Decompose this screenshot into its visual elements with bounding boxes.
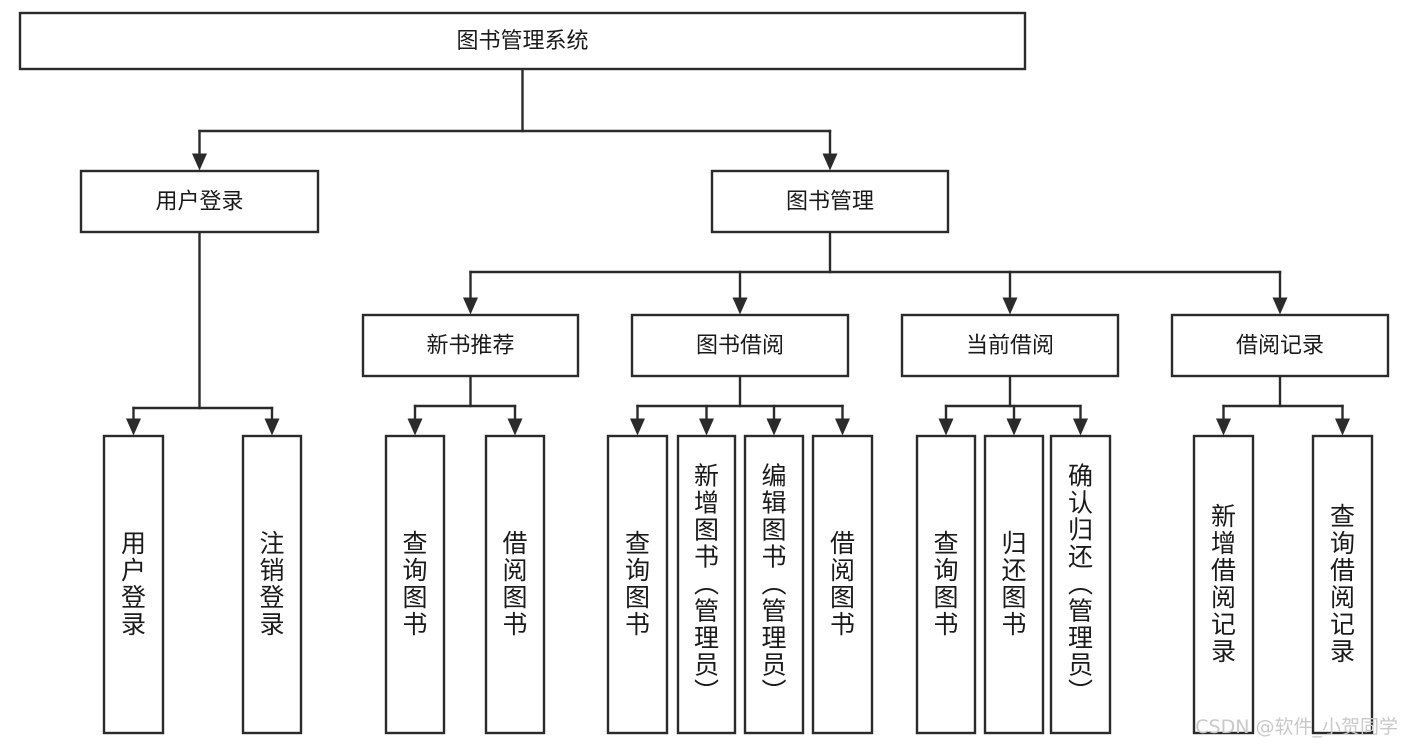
- node-new-book-recommend[interactable]: 新书推荐: [361, 313, 580, 378]
- arrow-head-icon: [699, 418, 714, 436]
- node-leaf-query-record[interactable]: 查询借阅记录: [1311, 434, 1374, 735]
- node-label: 新增借阅记录: [1211, 502, 1236, 666]
- node-box: [983, 434, 1045, 735]
- arrow-head-icon: [1002, 297, 1018, 315]
- node-box: [710, 169, 950, 234]
- node-box: [1192, 434, 1255, 735]
- node-box: [241, 434, 303, 735]
- node-borrow-record[interactable]: 借阅记录: [1170, 313, 1390, 378]
- node-box: [606, 434, 669, 735]
- node-label: 图书管理: [786, 190, 874, 215]
- node-box: [900, 313, 1120, 378]
- node-box: [102, 434, 165, 735]
- node-leaf-add-record[interactable]: 新增借阅记录: [1192, 434, 1255, 735]
- node-box: [676, 434, 737, 735]
- node-label: 借阅图书: [830, 529, 855, 639]
- node-label: 新增图书︵管理员︶: [694, 462, 719, 707]
- arrow-head-icon: [126, 418, 141, 436]
- node-leaf-edit-book[interactable]: 编辑图书︵管理员︶: [743, 434, 805, 735]
- node-leaf-query-book-3[interactable]: 查询图书: [915, 434, 977, 735]
- node-leaf-borrow-book-2[interactable]: 借阅图书: [811, 434, 874, 735]
- node-leaf-return-book[interactable]: 归还图书: [983, 434, 1045, 735]
- arrow-head-icon: [1335, 418, 1350, 436]
- node-leaf-add-book[interactable]: 新增图书︵管理员︶: [676, 434, 737, 735]
- node-box: [1170, 313, 1390, 378]
- node-user-login[interactable]: 用户登录: [79, 169, 320, 234]
- nodes-layer: 图书管理系统用户登录图书管理新书推荐图书借阅当前借阅借阅记录用户登录注销登录查询…: [18, 11, 1390, 735]
- node-leaf-confirm-return[interactable]: 确认归还︵管理员︶: [1049, 434, 1112, 735]
- arrow-head-icon: [192, 153, 207, 171]
- arrow-head-icon: [463, 297, 478, 315]
- node-label: 新书推荐: [426, 334, 514, 359]
- node-label: 图书借阅: [696, 334, 784, 359]
- arrow-head-icon: [264, 418, 280, 436]
- arrow-head-icon: [822, 153, 838, 171]
- node-label: 归还图书: [1001, 529, 1026, 639]
- node-label: 借阅记录: [1236, 334, 1324, 359]
- node-leaf-borrow-book-1[interactable]: 借阅图书: [484, 434, 546, 735]
- node-label: 注销登录: [259, 529, 284, 639]
- node-box: [743, 434, 805, 735]
- arrow-head-icon: [732, 297, 748, 315]
- node-book-management[interactable]: 图书管理: [710, 169, 950, 234]
- node-leaf-query-book-2[interactable]: 查询图书: [606, 434, 669, 735]
- arrow-head-icon: [1272, 297, 1288, 315]
- node-label: 确认归还︵管理员︶: [1068, 462, 1093, 707]
- arrow-head-icon: [938, 418, 954, 436]
- node-label: 编辑图书︵管理员︶: [761, 462, 786, 707]
- node-box: [915, 434, 977, 735]
- watermark-text: CSDN @软件_小贺同学: [1195, 716, 1398, 738]
- node-label: 图书管理系统: [456, 29, 588, 54]
- node-current-borrow[interactable]: 当前借阅: [900, 313, 1120, 378]
- arrow-head-icon: [1073, 418, 1088, 436]
- arrow-head-icon: [766, 418, 782, 436]
- arrow-head-icon: [835, 418, 850, 436]
- node-leaf-query-book-1[interactable]: 查询图书: [384, 434, 446, 735]
- node-label: 用户登录: [121, 529, 146, 639]
- node-box: [630, 313, 850, 378]
- node-book-borrow[interactable]: 图书借阅: [630, 313, 850, 378]
- node-box: [384, 434, 446, 735]
- node-box: [484, 434, 546, 735]
- arrow-head-icon: [1006, 418, 1022, 436]
- node-label: 查询图书: [933, 529, 958, 639]
- node-leaf-logout[interactable]: 注销登录: [241, 434, 303, 735]
- arrow-head-icon: [507, 418, 523, 436]
- arrow-head-icon: [407, 418, 423, 436]
- node-box: [811, 434, 874, 735]
- node-box: [361, 313, 580, 378]
- arrow-head-icon: [630, 418, 645, 436]
- node-label: 用户登录: [155, 190, 243, 215]
- node-box: [18, 11, 1027, 71]
- node-label: 查询图书: [402, 529, 427, 639]
- node-root[interactable]: 图书管理系统: [18, 11, 1027, 71]
- node-box: [79, 169, 320, 234]
- arrow-head-icon: [1216, 418, 1231, 436]
- edges-layer: [126, 67, 1350, 436]
- node-label: 查询图书: [625, 529, 650, 639]
- node-label: 查询借阅记录: [1330, 502, 1355, 666]
- node-leaf-user-login[interactable]: 用户登录: [102, 434, 165, 735]
- node-label: 当前借阅: [966, 334, 1054, 359]
- node-box: [1049, 434, 1112, 735]
- node-box: [1311, 434, 1374, 735]
- node-label: 借阅图书: [502, 529, 527, 639]
